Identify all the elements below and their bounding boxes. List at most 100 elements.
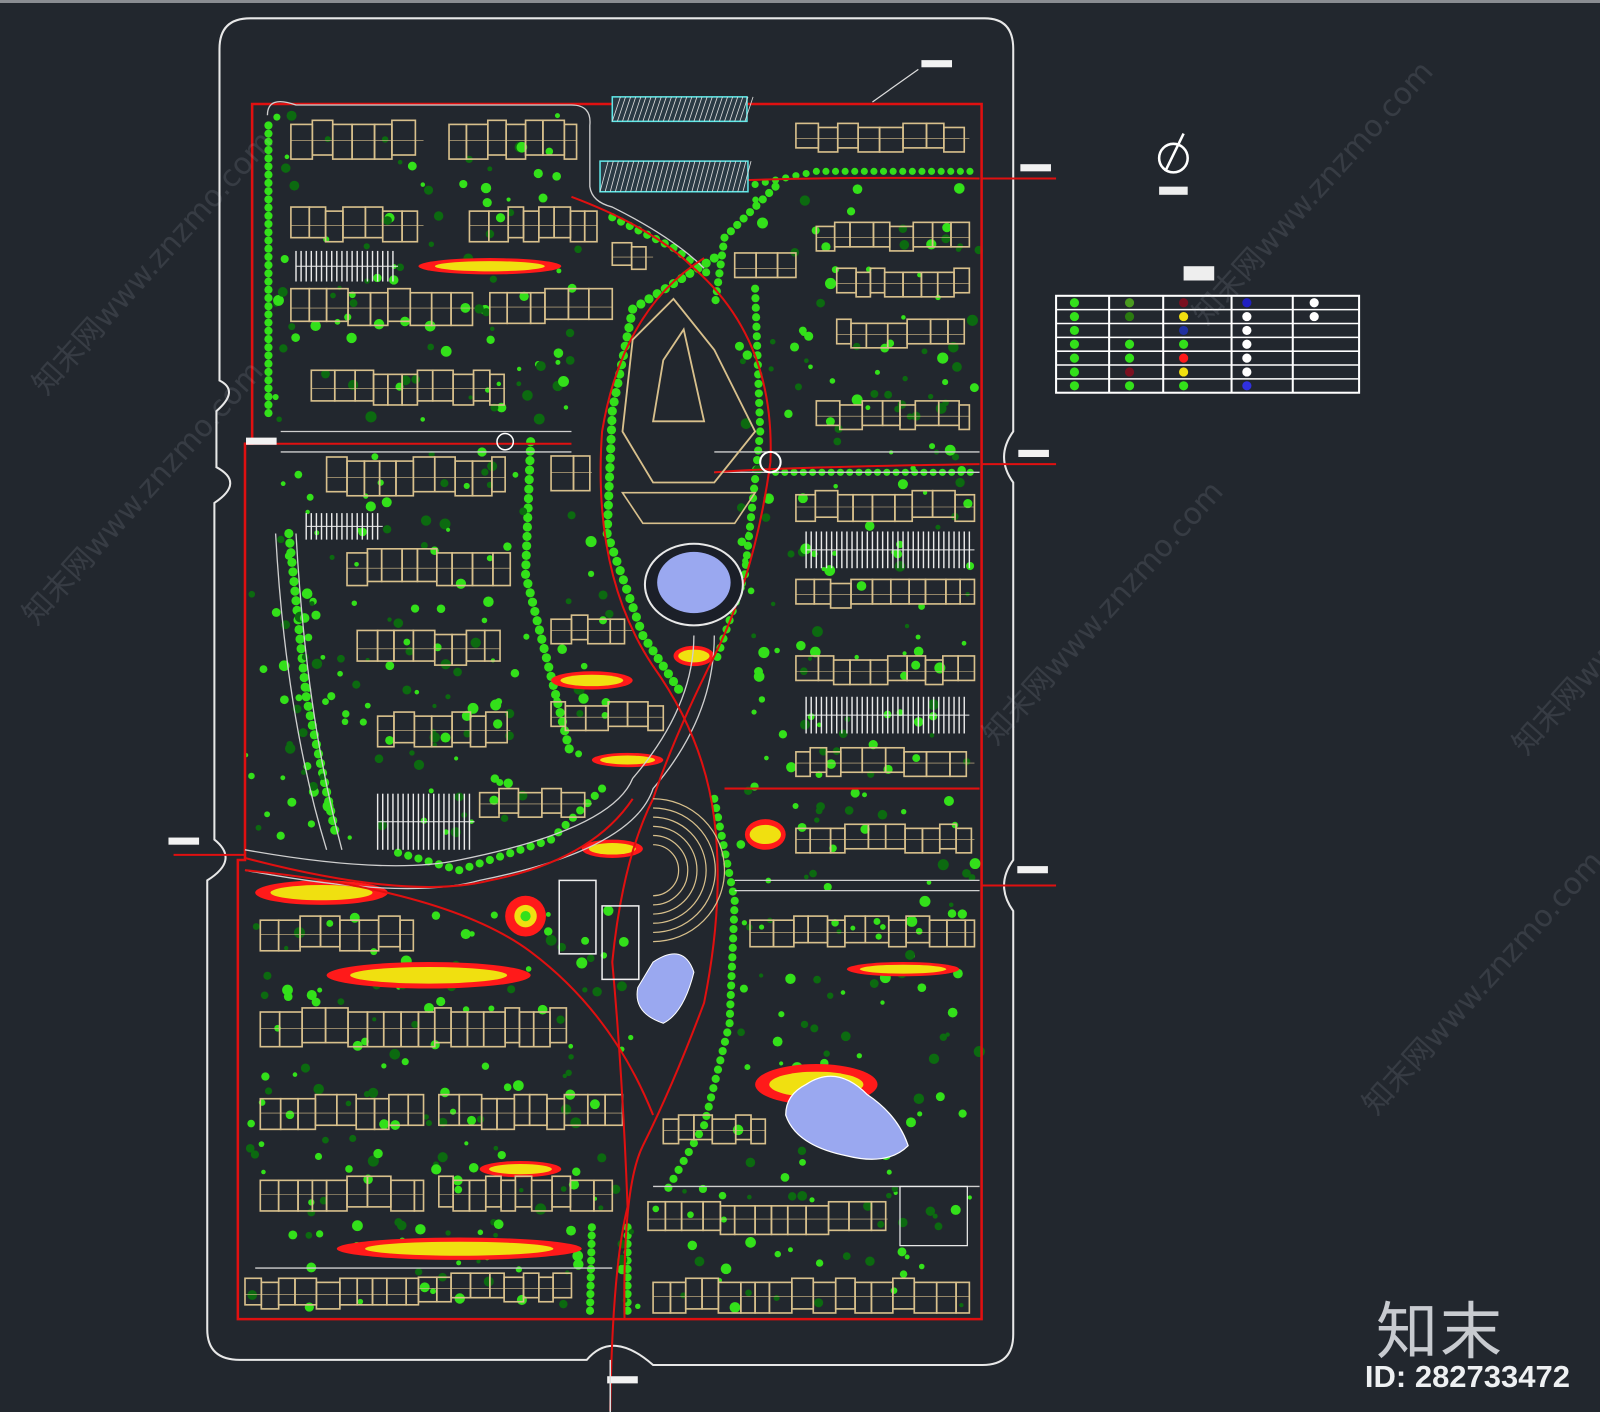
building-unit — [505, 123, 527, 160]
tree — [865, 1256, 875, 1267]
shrub — [490, 911, 498, 919]
roundabout — [759, 450, 782, 474]
tree — [264, 244, 273, 253]
tree — [295, 634, 305, 644]
tree — [934, 662, 946, 674]
tree — [870, 167, 878, 175]
hatch-line — [722, 161, 732, 192]
shrub — [307, 1208, 316, 1217]
shrub — [250, 1150, 260, 1159]
tree — [743, 541, 753, 550]
tree — [563, 405, 569, 410]
building-unit — [839, 746, 864, 774]
tree — [337, 654, 345, 663]
building-unit — [809, 827, 832, 854]
internal-road — [266, 101, 705, 269]
shrub — [264, 811, 271, 818]
building-unit — [701, 1277, 720, 1310]
tree — [932, 1213, 938, 1219]
tree — [606, 444, 616, 454]
hatch-line — [668, 96, 677, 122]
tree — [516, 381, 522, 387]
building-unit — [466, 1011, 485, 1048]
building-unit — [290, 287, 311, 323]
tree — [342, 710, 350, 718]
tree — [264, 219, 273, 229]
building-unit — [786, 1205, 807, 1236]
shrub — [428, 451, 435, 458]
tree — [728, 887, 737, 896]
shrub — [445, 694, 451, 700]
shrub — [466, 1115, 477, 1125]
building-unit — [385, 1277, 408, 1306]
building-unit — [814, 489, 839, 519]
building-unit — [551, 1175, 572, 1208]
tree — [841, 167, 849, 175]
shrub — [433, 643, 442, 652]
building-unit — [593, 1179, 614, 1212]
tree — [444, 863, 454, 872]
building-unit — [489, 291, 509, 325]
shrub — [687, 1240, 698, 1251]
tree — [560, 1104, 572, 1115]
tree — [602, 519, 613, 529]
tree — [609, 547, 619, 557]
tree — [264, 310, 273, 319]
tree — [385, 736, 394, 745]
shrub — [969, 383, 979, 393]
tree — [516, 366, 522, 372]
hatch-line — [647, 96, 657, 122]
shrub — [901, 809, 907, 815]
building-unit — [290, 206, 311, 239]
tree — [720, 233, 729, 242]
building-unit — [372, 373, 389, 406]
tree — [648, 646, 658, 656]
building-unit — [430, 291, 452, 327]
tree — [560, 1186, 567, 1192]
building-row — [795, 655, 976, 686]
building-unit — [925, 751, 951, 778]
shrub — [787, 1192, 797, 1201]
tree — [800, 1020, 809, 1029]
tree — [702, 1111, 711, 1121]
tree — [536, 838, 545, 848]
shrub — [464, 1141, 469, 1146]
shrub — [891, 1185, 899, 1193]
tree — [840, 1031, 851, 1042]
hatch-line — [660, 161, 670, 192]
building-unit — [607, 701, 629, 728]
building-row — [835, 267, 971, 298]
tree — [465, 862, 474, 871]
building-unit — [958, 404, 971, 431]
building-unit — [892, 1277, 916, 1310]
shrub — [371, 453, 379, 461]
tree — [899, 167, 907, 175]
building-unit — [569, 210, 586, 243]
tree — [261, 1072, 270, 1081]
shrub — [844, 806, 854, 815]
shrub — [545, 147, 554, 156]
shrub — [961, 640, 967, 646]
building-unit — [829, 582, 852, 609]
shrub — [616, 981, 627, 992]
building-unit — [339, 919, 361, 952]
tree — [719, 242, 728, 251]
building-unit — [325, 456, 348, 493]
hatch-line — [719, 96, 728, 122]
building-row — [259, 1175, 425, 1212]
tree — [555, 708, 565, 718]
shrub — [503, 542, 512, 551]
shrub — [553, 348, 564, 358]
shrub — [922, 490, 928, 495]
entrance-marker — [246, 437, 277, 445]
shrub — [454, 756, 459, 761]
hatch-line — [703, 96, 713, 122]
tree — [623, 1289, 632, 1299]
tree — [704, 1102, 713, 1111]
shrub — [493, 1145, 499, 1151]
tree — [729, 915, 739, 924]
building-unit — [484, 1175, 502, 1208]
shrub — [897, 479, 908, 490]
tree — [423, 185, 434, 195]
shrub — [943, 796, 954, 807]
